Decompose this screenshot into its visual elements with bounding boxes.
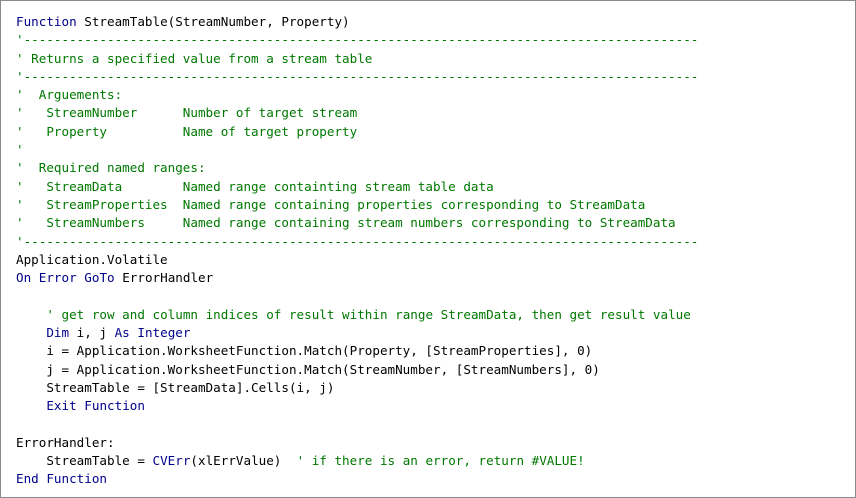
code-line-function-signature: Function StreamTable(StreamNumber, Prope…: [16, 13, 698, 31]
code-line-error-assignment: StreamTable = CVErr(xlErrValue) ' if the…: [16, 452, 698, 470]
comment-text: ' Property Name of target property: [16, 123, 358, 139]
code-text: j = Application.WorksheetFunction.Match(…: [16, 361, 600, 377]
code-line-blank: [16, 287, 698, 305]
code-text: ErrorHandler:: [16, 434, 115, 450]
code-space: [31, 270, 39, 285]
keyword: Integer: [137, 325, 191, 341]
comment-text: '---------------------------------------…: [16, 32, 699, 48]
code-line-exit-function: Exit Function: [16, 397, 698, 415]
code-text: ErrorHandler: [114, 270, 214, 286]
comment-text: ': [16, 142, 24, 158]
code-line-comment: ' StreamData Named range containting str…: [16, 178, 698, 196]
code-indent: [16, 307, 46, 322]
keyword: On: [16, 270, 32, 286]
code-text: (xlErrValue): [190, 453, 297, 469]
keyword: Dim: [46, 325, 70, 341]
code-line-comment: ' Required named ranges:: [16, 159, 698, 177]
keyword: As: [114, 325, 130, 341]
code-line-blank: [16, 416, 698, 434]
code-text: Application.Volatile: [16, 251, 168, 267]
comment-text: ' Required named ranges:: [16, 160, 206, 176]
code-text: i, j: [69, 325, 115, 341]
comment-text: ' if there is an error, return #VALUE!: [296, 453, 585, 469]
keyword: Function: [84, 398, 145, 414]
code-indent: [16, 398, 46, 413]
code-line-comment: ' Returns a specified value from a strea…: [16, 50, 698, 68]
code-line-statement: Application.Volatile: [16, 251, 698, 269]
code-text: StreamTable(StreamNumber, Property): [76, 14, 350, 29]
code-text: StreamTable =: [16, 453, 153, 469]
comment-text: ' StreamNumbers Named range containing s…: [16, 215, 676, 231]
code-line-statement: i = Application.WorksheetFunction.Match(…: [16, 342, 698, 360]
keyword: Error: [38, 270, 77, 286]
code-line-statement: j = Application.WorksheetFunction.Match(…: [16, 361, 698, 379]
comment-text: ' StreamData Named range containting str…: [16, 178, 494, 194]
keyword: Function: [16, 14, 77, 29]
comment-text: ' Arguements:: [16, 87, 123, 103]
code-line-statement: StreamTable = [StreamData].Cells(i, j): [16, 379, 698, 397]
comment-text: ' StreamNumber Number of target stream: [16, 105, 358, 121]
comment-text: ' StreamProperties Named range containin…: [16, 196, 646, 212]
vba-code-block[interactable]: Function StreamTable(StreamNumber, Prope…: [16, 13, 698, 489]
code-line-error-handler-setup: On Error GoTo ErrorHandler: [16, 269, 698, 287]
code-line-comment: ': [16, 141, 698, 159]
code-indent: [16, 325, 46, 340]
keyword: End: [16, 471, 39, 487]
code-line-end-function: End Function: [16, 470, 698, 488]
comment-text: '---------------------------------------…: [16, 233, 699, 249]
code-line-comment: ' get row and column indices of result w…: [16, 306, 698, 324]
comment-text: ' Returns a specified value from a strea…: [16, 50, 373, 66]
keyword: Function: [46, 471, 108, 487]
code-line-comment: ' Property Name of target property: [16, 123, 698, 141]
keyword: Exit: [46, 398, 77, 414]
code-text: i = Application.WorksheetFunction.Match(…: [16, 343, 593, 359]
code-line-comment: ' StreamNumbers Named range containing s…: [16, 214, 698, 232]
keyword: GoTo: [84, 270, 115, 286]
comment-text: ' get row and column indices of result w…: [46, 306, 691, 322]
code-line-comment-separator: '---------------------------------------…: [16, 68, 698, 86]
code-line-comment: ' StreamNumber Number of target stream: [16, 104, 698, 122]
keyword: CVErr: [152, 453, 191, 469]
code-line-dim: Dim i, j As Integer: [16, 324, 698, 342]
code-line-label: ErrorHandler:: [16, 434, 698, 452]
code-line-comment: ' Arguements:: [16, 86, 698, 104]
code-line-comment-separator: '---------------------------------------…: [16, 31, 698, 49]
code-text: StreamTable = [StreamData].Cells(i, j): [16, 379, 335, 395]
code-line-comment-separator: '---------------------------------------…: [16, 233, 698, 251]
code-line-comment: ' StreamProperties Named range containin…: [16, 196, 698, 214]
comment-text: '---------------------------------------…: [16, 68, 699, 84]
